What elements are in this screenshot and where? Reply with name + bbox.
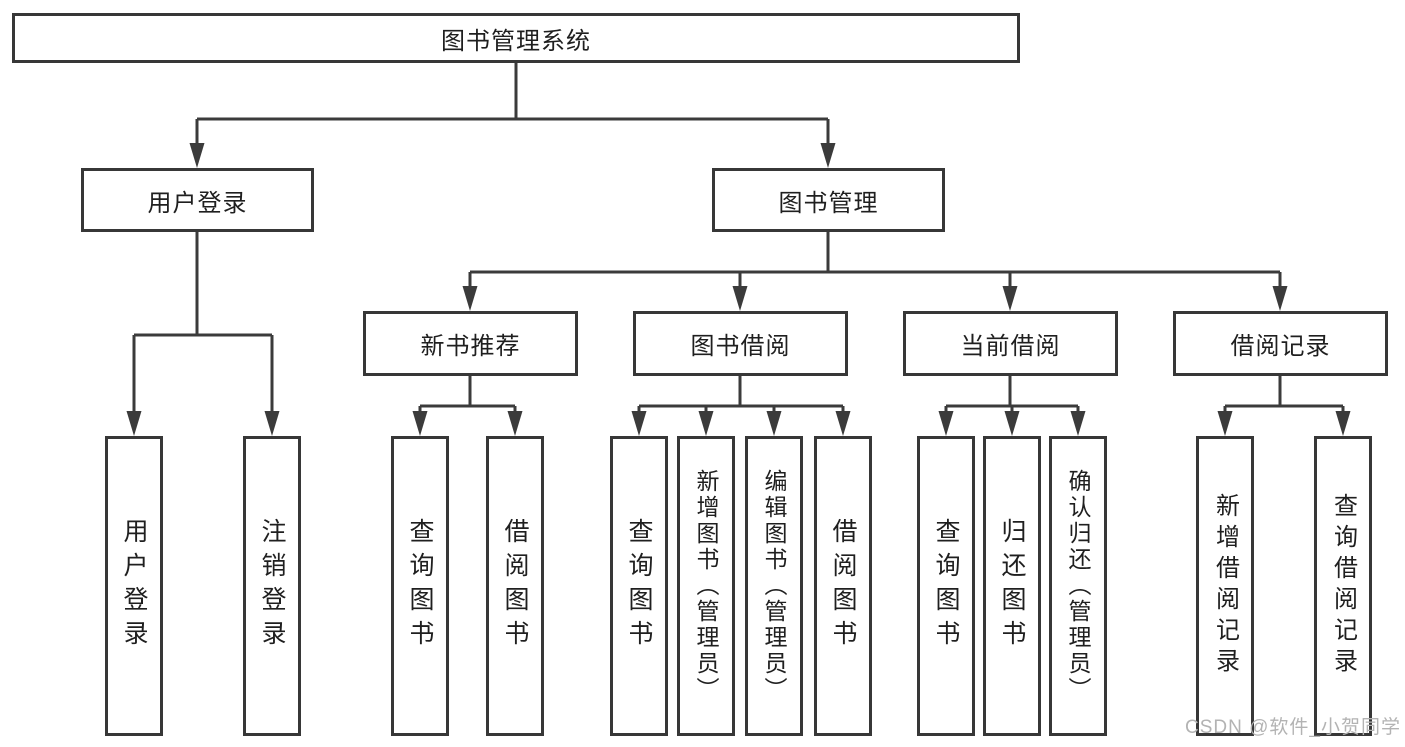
node-label: 当前借阅 [960,333,1061,360]
node-label: 图书管理 [778,189,879,217]
node-user-login: 用户登录 [81,168,314,232]
node-borrow-records: 借阅记录 [1173,311,1388,376]
leaf-borrow-books-recommend: 借阅图书 [486,436,544,736]
node-book-borrow: 图书借阅 [633,311,848,376]
leaf-label: 注销登录 [258,518,286,654]
leaf-add-borrow-record: 新增借阅记录 [1196,436,1254,736]
leaf-confirm-return-admin: 确认归还（管理员） [1049,436,1107,736]
node-label: 借阅记录 [1230,333,1331,360]
edge-user-login-to-leaves [126,232,280,436]
arrowhead [1272,286,1288,311]
leaf-user-login: 用户登录 [105,436,163,736]
leaf-label: 编辑图书（管理员） [761,469,787,703]
edge-book-borrow-to-leaves [631,376,851,436]
arrowhead [507,411,523,436]
leaf-query-books-current: 查询图书 [917,436,975,736]
leaf-label: 查询借阅记录 [1329,493,1357,679]
node-label: 图书借阅 [690,333,791,360]
leaf-label: 查询图书 [625,518,653,654]
leaf-borrow-books: 借阅图书 [814,436,872,736]
node-new-book-recommend: 新书推荐 [363,311,578,376]
arrowhead [264,411,280,436]
node-label: 用户登录 [147,189,248,217]
arrowhead [835,411,851,436]
arrowhead [126,411,142,436]
leaf-query-borrow-record: 查询借阅记录 [1314,436,1372,736]
leaf-logout: 注销登录 [243,436,301,736]
arrowhead [698,411,714,436]
arrowhead [1335,411,1351,436]
arrowhead [1004,411,1020,436]
arrowhead [1070,411,1086,436]
node-label: 图书管理系统 [441,27,591,55]
edge-borrow-records-to-leaves [1217,376,1351,436]
leaf-label: 新增借阅记录 [1211,493,1239,679]
node-current-borrow: 当前借阅 [903,311,1118,376]
arrowhead [631,411,647,436]
leaf-label: 借阅图书 [501,518,529,654]
leaf-label: 借阅图书 [829,518,857,654]
arrowhead [462,286,478,311]
node-book-management: 图书管理 [712,168,945,232]
edge-current-borrow-to-leaves [938,376,1086,436]
arrowhead [732,286,748,311]
leaf-label: 新增图书（管理员） [693,469,719,703]
node-label: 新书推荐 [420,333,521,360]
leaf-edit-books-admin: 编辑图书（管理员） [745,436,803,736]
leaf-query-books-borrow: 查询图书 [610,436,668,736]
leaf-label: 用户登录 [120,518,148,654]
leaf-query-books-recommend: 查询图书 [391,436,449,736]
leaf-label: 归还图书 [998,518,1026,654]
csdn-watermark: CSDN @软件_小贺同学 [1185,717,1401,738]
arrowhead [938,411,954,436]
arrowhead [1002,286,1018,311]
arrowhead [412,411,428,436]
leaf-return-books: 归还图书 [983,436,1041,736]
edge-book-management-to-level3 [462,232,1288,311]
node-library-system: 图书管理系统 [12,13,1020,63]
arrowhead [820,143,836,168]
edge-new-book-recommend-to-leaves [412,376,523,436]
leaf-label: 查询图书 [932,518,960,654]
leaf-label: 确认归还（管理员） [1065,469,1091,703]
arrowhead [189,143,205,168]
edge-root-to-level2 [189,63,836,168]
arrowhead [1217,411,1233,436]
leaf-label: 查询图书 [406,518,434,654]
leaf-add-books-admin: 新增图书（管理员） [677,436,735,736]
arrowhead [766,411,782,436]
